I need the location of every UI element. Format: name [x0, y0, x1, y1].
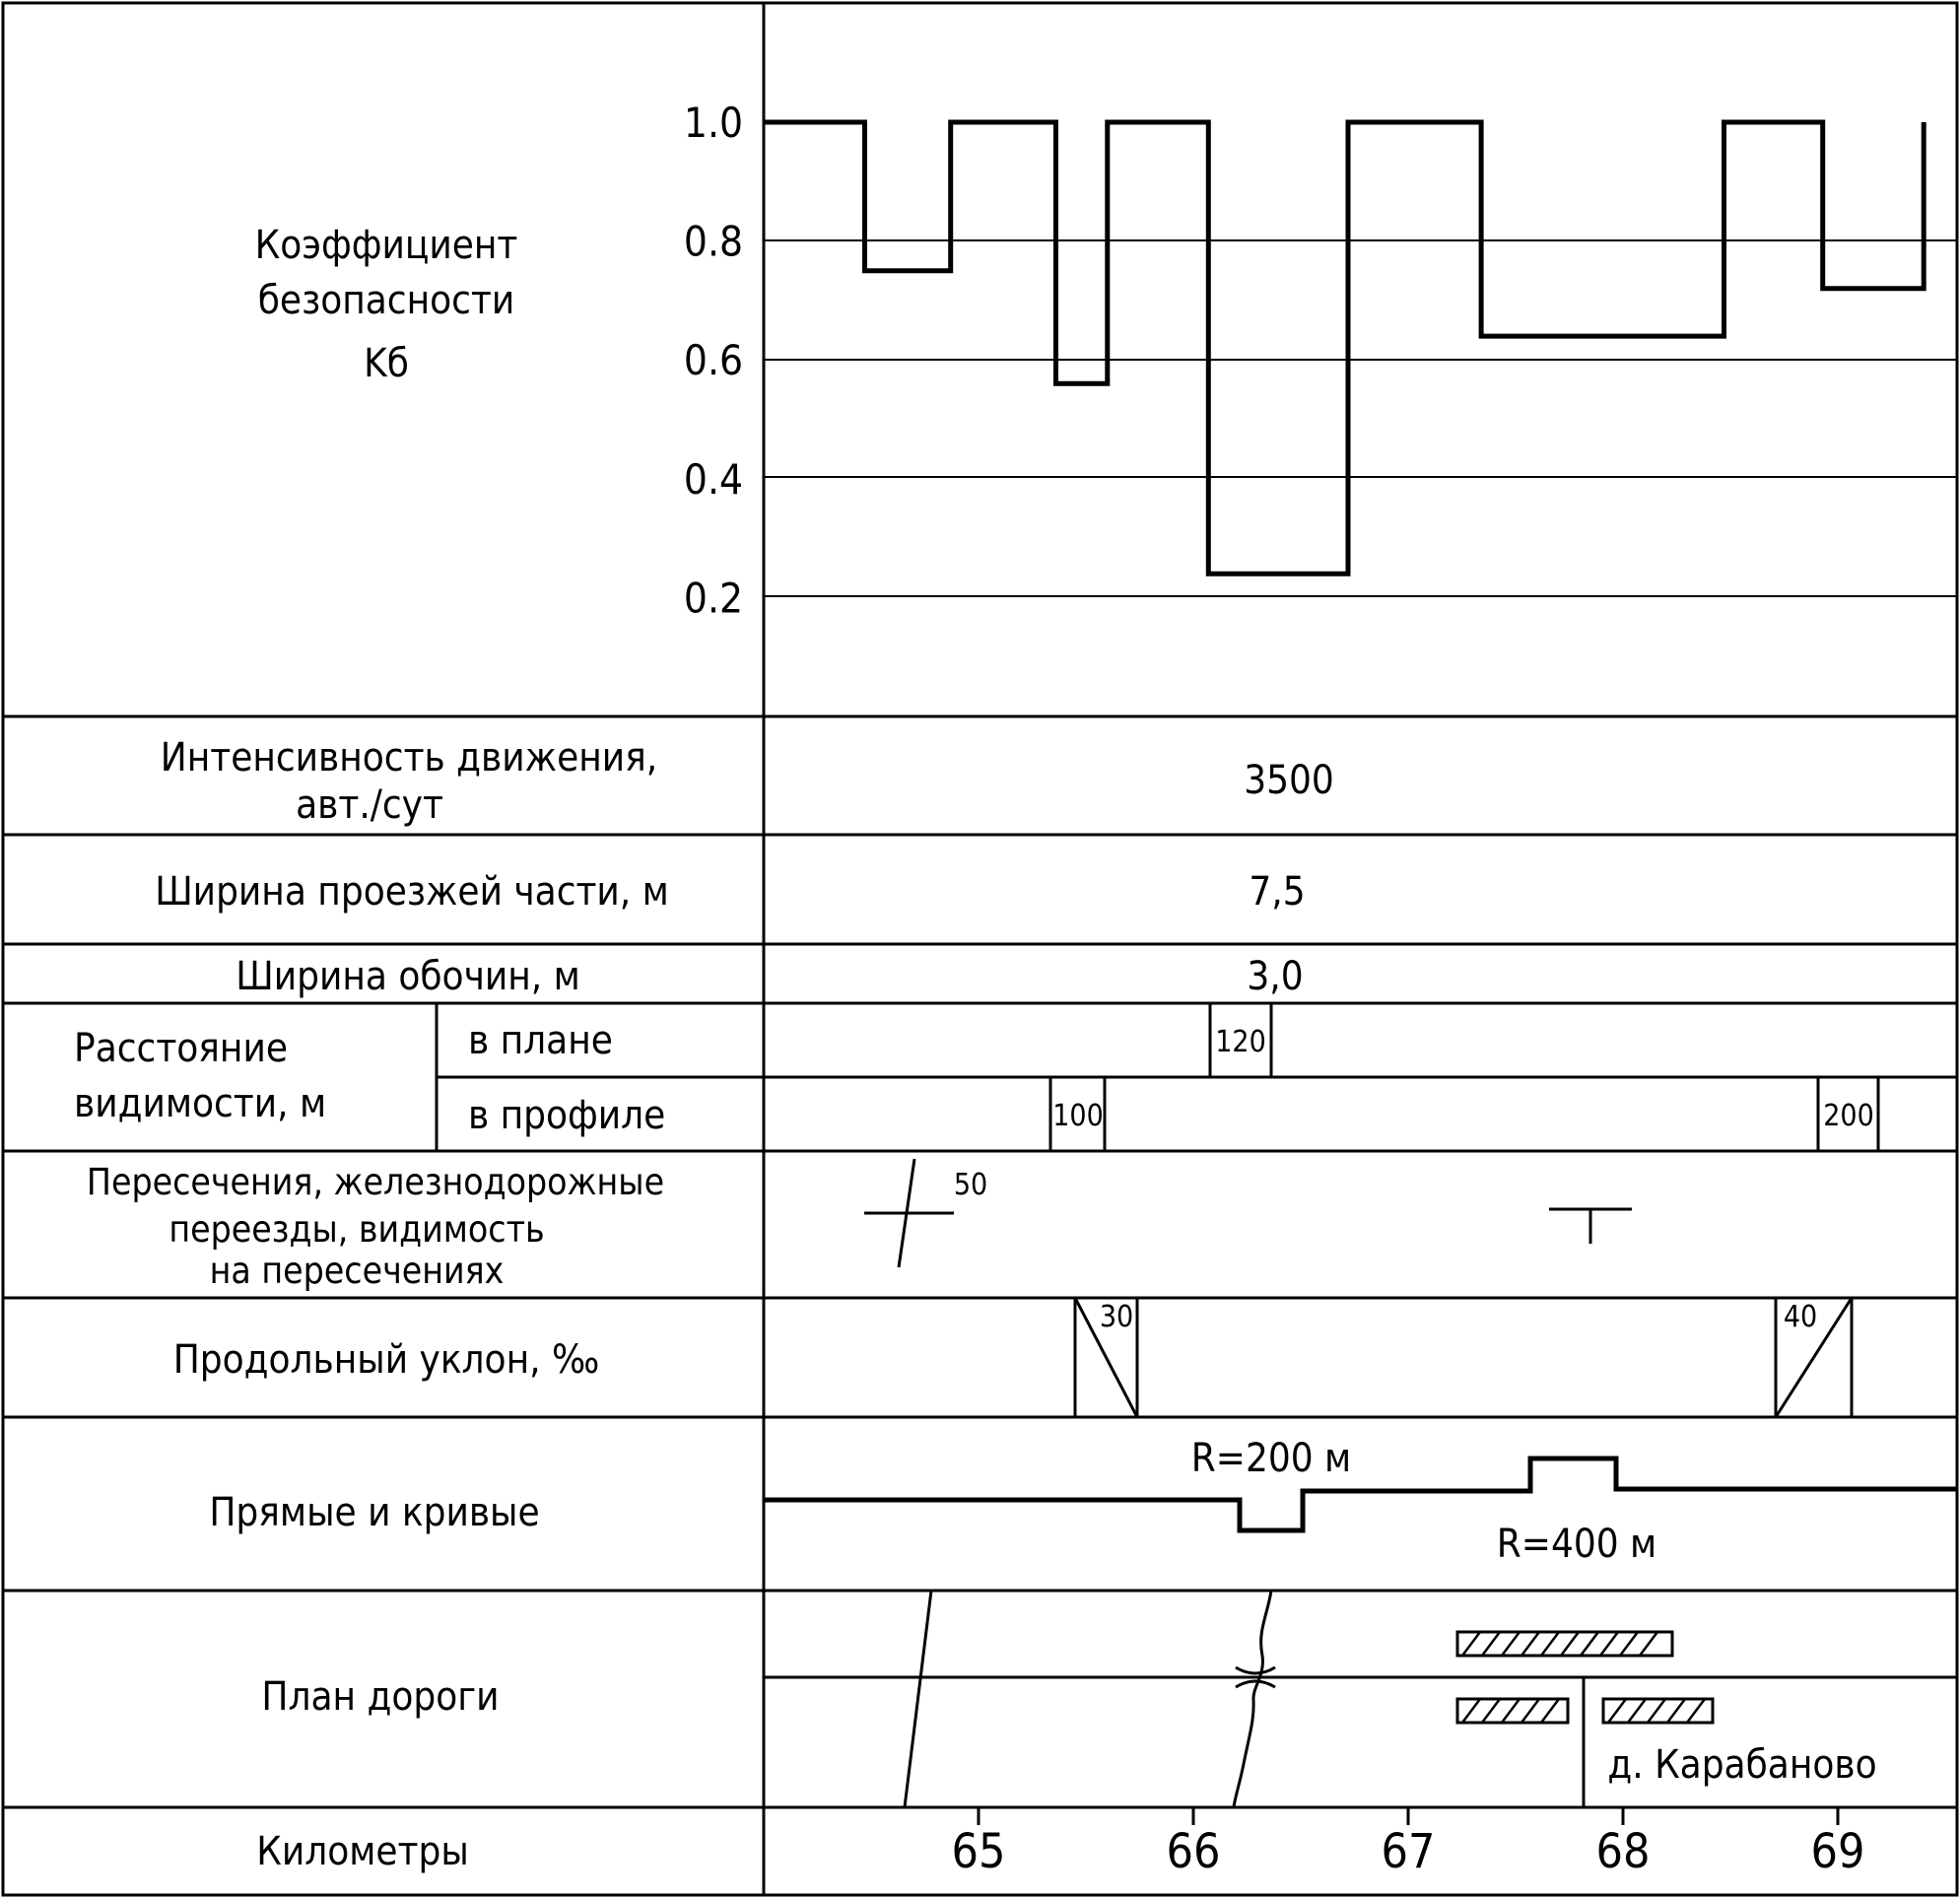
visibility-profile-label: в профиле [468, 1093, 665, 1138]
intensity-label-line2: авт./сут [296, 782, 443, 828]
shoulder-width-label: Ширина обочин, м [236, 954, 580, 999]
road-plan [764, 1590, 1957, 1808]
kb-label-line1: Коэффициент [255, 223, 518, 268]
visibility-plan-label: в плане [468, 1018, 613, 1063]
km-tick-label: 65 [952, 1824, 1006, 1879]
intensity-label-line1: Интенсивность движения, [161, 735, 657, 780]
kb-y-tick-label: 1.0 [684, 99, 743, 147]
t-junction-symbol [1549, 1207, 1632, 1244]
crossings-label-line2: переезды, видимость [169, 1208, 544, 1251]
kb-y-tick-label: 0.6 [684, 336, 743, 384]
roadway-width-label: Ширина проезжей части, м [155, 869, 669, 915]
curve-radius-1: R=200 м [1191, 1436, 1351, 1481]
crossings-label-line3: на пересечениях [210, 1250, 505, 1292]
visibility-label-line2: видимости, м [74, 1081, 326, 1126]
visibility-label-line1: Расстояние [74, 1026, 288, 1071]
km-tick-label: 69 [1811, 1824, 1865, 1879]
settlement-hatching [1461, 1631, 1706, 1724]
alignment-line [764, 1456, 1957, 1533]
kb-y-tick-label: 0.2 [684, 574, 743, 622]
plan-label: План дороги [261, 1674, 499, 1720]
roadway-width-value: 7,5 [1249, 869, 1305, 915]
curve-radius-2: R=400 м [1497, 1522, 1656, 1567]
visibility-plan-value: 120 [1215, 1025, 1266, 1059]
intensity-value: 3500 [1244, 758, 1334, 803]
km-label: Километры [256, 1829, 468, 1874]
crossing-visibility-value: 50 [954, 1168, 987, 1202]
slope-value-2: 40 [1784, 1300, 1817, 1334]
kb-gridlines [764, 239, 1957, 597]
kb-y-tick-label: 0.8 [684, 218, 743, 266]
km-axis: 65 66 67 68 69 [952, 1807, 1865, 1879]
kb-label-line3: Kб [364, 341, 409, 386]
slope-markers [1073, 1297, 1854, 1418]
crossings-label-line1: Пересечения, железнодорожные [87, 1161, 664, 1203]
visibility-profile-value-1: 100 [1052, 1099, 1104, 1133]
kb-y-ticks: 1.0 0.8 0.6 0.4 0.2 [684, 99, 743, 622]
curves-label: Прямые и кривые [209, 1490, 539, 1535]
slope-label: Продольный уклон, ‰ [173, 1337, 600, 1383]
slope-value-1: 30 [1100, 1300, 1133, 1334]
kb-y-tick-label: 0.4 [684, 455, 743, 504]
visibility-profile-value-2: 200 [1823, 1099, 1874, 1133]
visibility-markers [1048, 1003, 1880, 1151]
kb-step-line [764, 119, 1926, 576]
kb-label-line2: безопасности [258, 278, 515, 323]
crossroad-symbol [864, 1158, 954, 1268]
km-tick-label: 66 [1167, 1824, 1221, 1879]
shoulder-width-value: 3,0 [1247, 954, 1303, 999]
km-tick-label: 67 [1382, 1824, 1436, 1879]
km-tick-label: 68 [1596, 1824, 1651, 1879]
village-label: д. Карабаново [1607, 1742, 1876, 1788]
